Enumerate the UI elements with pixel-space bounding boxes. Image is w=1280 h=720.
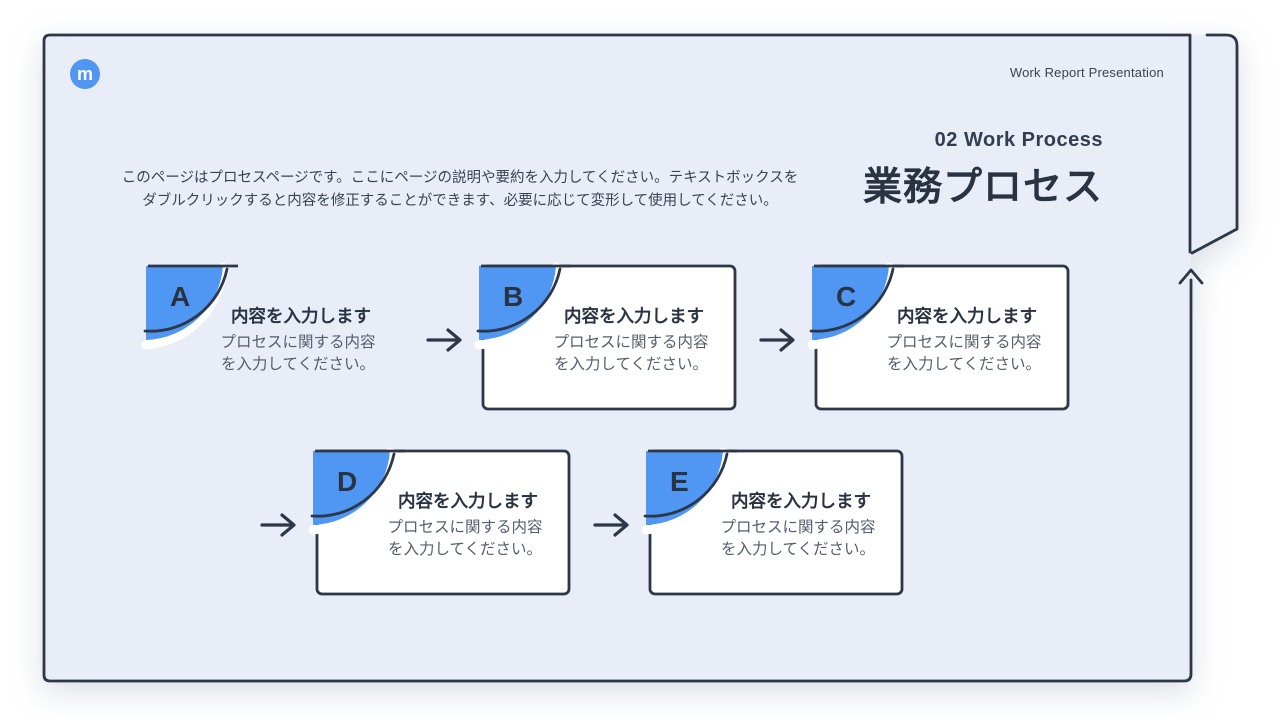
heading-block[interactable]: 02 Work Process 業務プロセス [863, 129, 1103, 212]
step-letter: C [836, 281, 857, 312]
card-body: プロセスに関する内容 を入力してください。 [387, 519, 543, 559]
corner-decoration [474, 262, 571, 350]
flow-arrow-icon [426, 328, 462, 352]
process-card-b[interactable]: B 内容を入力します プロセスに関する内容 を入力してください。 [474, 262, 737, 411]
page-title: 業務プロセス [862, 166, 1103, 209]
flow-arrow-icon [759, 328, 795, 352]
step-letter: D [337, 466, 358, 497]
process-card-c[interactable]: C 内容を入力します プロセスに関する内容 を入力してください。 [807, 262, 1070, 411]
card-body: プロセスに関する内容 を入力してください。 [886, 334, 1042, 374]
flow-arrow-icon [260, 513, 296, 537]
corner-decoration [807, 262, 904, 350]
header-caption: Work Report Presentation [1009, 65, 1164, 80]
description-textbox[interactable]: このページはプロセスページです。ここにページの説明や要約を入力してください。テキ… [121, 170, 799, 209]
process-card-a[interactable]: A 内容を入力します プロセスに関する内容 を入力してください。 [141, 262, 404, 411]
card-body: プロセスに関する内容 を入力してください。 [553, 334, 709, 374]
card-title: 内容を入力します [398, 491, 538, 511]
card-title: 内容を入力します [731, 491, 871, 511]
up-arrow-icon [1178, 268, 1204, 285]
process-card-d[interactable]: D 内容を入力します プロセスに関する内容 を入力してください。 [308, 447, 571, 596]
corner-decoration [308, 447, 405, 535]
step-letter: E [670, 466, 689, 497]
process-card-e[interactable]: E 内容を入力します プロセスに関する内容 を入力してください。 [641, 447, 904, 596]
page-fold-icon [1190, 33, 1239, 255]
step-letter: A [170, 281, 191, 312]
card-title: 内容を入力します [897, 306, 1037, 326]
corner-decoration [641, 447, 738, 535]
card-body: プロセスに関する内容 を入力してください。 [220, 334, 376, 374]
card-body: プロセスに関する内容 を入力してください。 [720, 519, 876, 559]
flow-arrow-icon [593, 513, 629, 537]
slide-border [42, 33, 1193, 683]
brand-logo-letter: m [76, 63, 93, 84]
card-title: 内容を入力します [564, 306, 704, 326]
brand-logo: m [70, 59, 100, 89]
step-letter: B [503, 281, 524, 312]
corner-decoration [141, 262, 238, 350]
section-kicker: 02 Work Process [934, 129, 1103, 151]
card-title: 内容を入力します [231, 306, 371, 326]
